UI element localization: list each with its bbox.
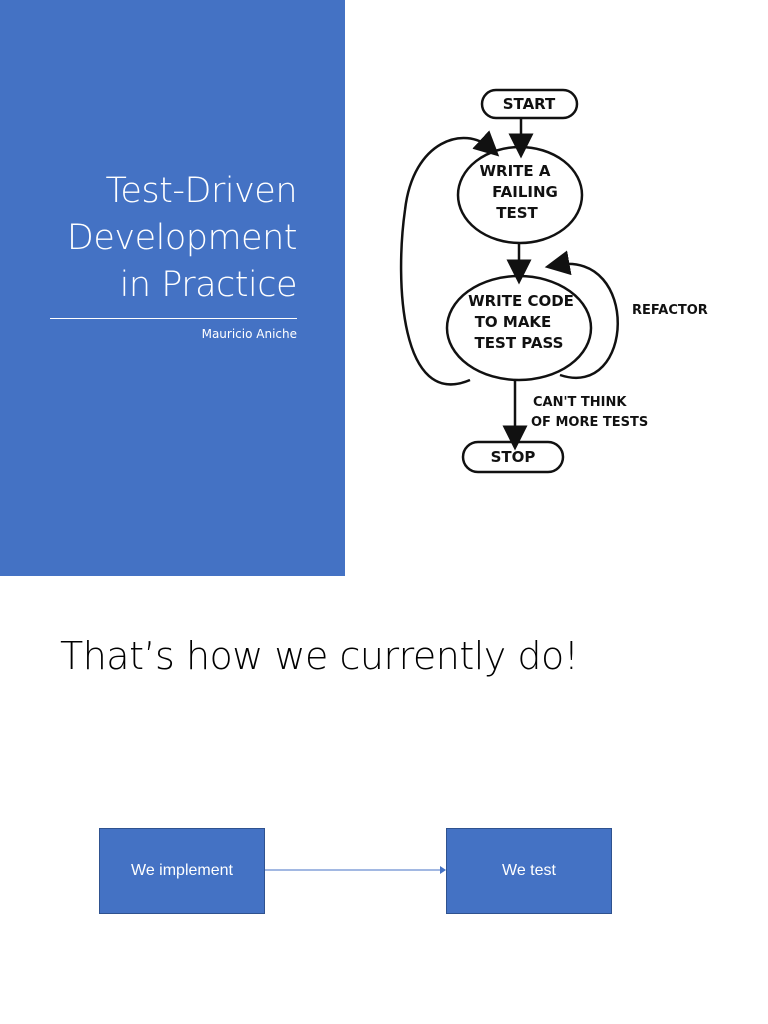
process-arrow [265,866,446,874]
start-label: START [503,95,556,113]
refactor-loop [544,250,619,379]
we-implement-box: We implement [99,828,265,914]
node2-line: WRITE CODE [468,292,574,310]
title-line: Development [66,218,298,258]
node2-line: TEST PASS [475,334,564,352]
node2-line: TO MAKE [475,313,552,331]
stop-node [461,440,565,474]
slide-current-process: That’s how we currently do! We implement… [0,576,768,1024]
node1-line: WRITE A [480,162,551,180]
we-test-box: We test [446,828,612,914]
repeat-loop [399,130,500,386]
node1-line: TEST [496,204,538,222]
tdd-flowchart: START WRITE A FAILING TEST WRITE CODE TO… [399,88,708,474]
title-line: Test-Driven [105,171,297,211]
start-node [480,88,579,120]
title-panel: Test-Driven Development in Practice Maur… [0,0,345,576]
author-name: Mauricio Aniche [201,327,297,341]
title-line: in Practice [119,265,298,305]
node1-line: FAILING [492,183,558,201]
slide-heading: That’s how we currently do! [60,634,579,678]
write-code-node [445,274,593,382]
slide-title-text: Test-Driven Development in Practice [7,168,298,309]
refactor-label: REFACTOR [632,303,708,318]
exit-label-line: OF MORE TESTS [531,415,648,430]
slide-title: Test-Driven Development in Practice Maur… [0,0,708,576]
exit-label-line: CAN'T THINK [533,395,627,410]
stop-label: STOP [491,448,536,466]
title-divider [50,318,297,319]
